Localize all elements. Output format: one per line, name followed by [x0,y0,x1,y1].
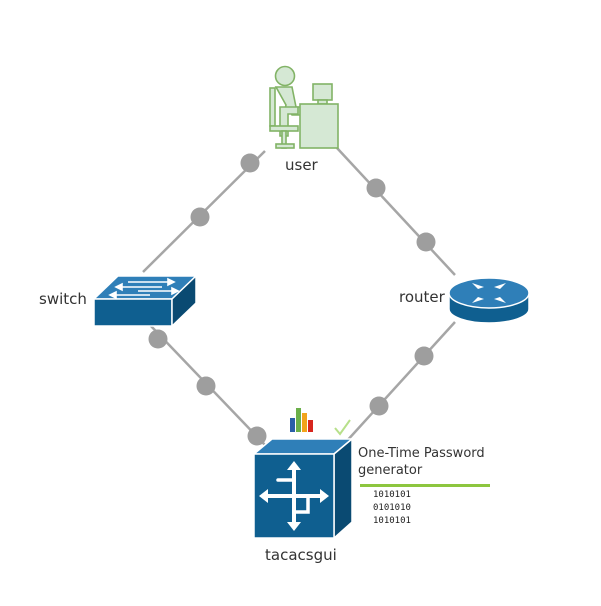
bar-chart-bar [290,418,295,432]
check-icon [334,419,351,436]
link-dot [369,396,389,416]
server-arrowheads [259,461,329,531]
link-router-server [344,321,456,444]
bar-chart-bar [296,408,301,432]
otp-binary-line: 1010101 [373,490,411,500]
router-label: router [399,288,445,306]
desk [299,103,339,149]
bar-chart-bar [308,420,313,432]
link-dot [240,153,260,173]
link-dot [416,232,436,252]
link-dot [148,329,168,349]
router-top [448,277,530,309]
link-dot [196,376,216,396]
switch-side [171,274,197,328]
monitor [312,83,333,101]
link-dot [190,207,210,227]
tacacsgui-server-icon[interactable] [251,437,355,540]
bar-chart-icon [290,408,313,432]
otp-binary-line: 0101010 [373,503,411,513]
link-dot [247,426,267,446]
server-side [333,437,353,540]
otp-title: One-Time Password generator [358,446,485,478]
bar-chart-bar [302,413,307,432]
link-dot [366,178,386,198]
otp-underline [360,484,490,487]
switch-icon[interactable] [92,274,198,328]
switch-arrows [108,277,180,300]
user-icon[interactable] [269,65,339,149]
user-head [274,65,296,87]
tacacsgui-label: tacacsgui [265,546,337,564]
link-dot [414,346,434,366]
link-dots [148,153,436,446]
user-chair-base [275,143,295,149]
switch-front [93,298,173,327]
user-chair-back [269,87,276,127]
switch-label: switch [39,290,87,308]
user-label: user [285,156,318,174]
otp-binary-line: 1010101 [373,516,411,526]
link-user-router [336,147,456,276]
router-arrows [472,283,506,303]
router-icon[interactable] [448,277,530,324]
server-glyph [262,464,326,528]
